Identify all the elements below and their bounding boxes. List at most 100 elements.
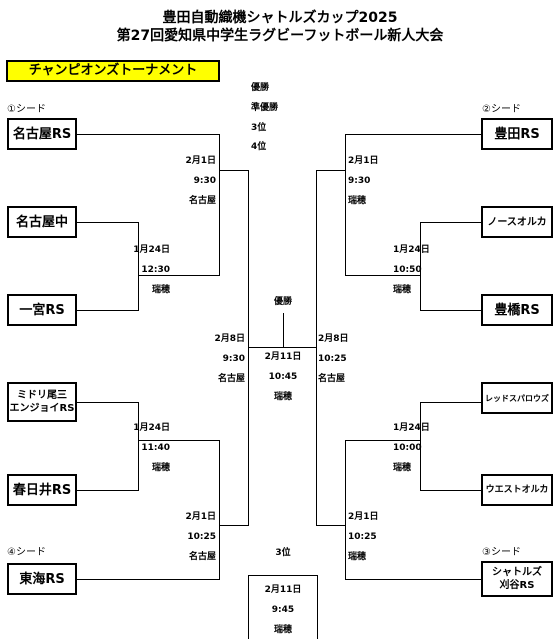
match-venue: 名古屋	[188, 196, 216, 206]
bracket-line	[420, 490, 481, 491]
bracket-line	[219, 170, 248, 171]
team-box: 名古屋中	[7, 206, 77, 238]
bracket-line	[345, 579, 481, 580]
team-name: ウエストオルカ	[485, 484, 549, 495]
match-time: 10:25	[318, 354, 347, 364]
match-date: 1月24日	[133, 245, 170, 255]
match-info: 2月1日 9:30 瑞穂	[348, 151, 404, 211]
bracket-banner: チャンピオンズトーナメント	[6, 60, 220, 82]
result-third-label: 3位	[251, 123, 267, 133]
third-place-label: 3位	[275, 548, 291, 558]
bracket-line	[420, 222, 481, 223]
match-date: 2月1日	[348, 512, 379, 522]
bracket-line	[248, 170, 249, 526]
team-name: 東海RS	[19, 571, 65, 587]
match-date: 1月24日	[393, 423, 430, 433]
bracket-line	[420, 310, 481, 311]
team-name: 名古屋RS	[12, 126, 72, 142]
match-date: 2月8日	[318, 334, 349, 344]
bracket-line	[283, 313, 284, 348]
bracket-line	[283, 347, 316, 348]
match-time: 9:30	[193, 176, 216, 186]
team-box: ミドリ尾三エンジョイRS	[7, 382, 77, 422]
team-name-line2: 刈谷RS	[499, 580, 535, 591]
match-info: 1月24日 11:40 瑞穂	[100, 418, 170, 478]
bracket-line	[316, 170, 345, 171]
team-box: ノースオルカ	[481, 206, 553, 238]
match-time: 9:30	[222, 354, 245, 364]
match-time: 10:00	[393, 443, 422, 453]
team-name: ノースオルカ	[487, 216, 547, 228]
bracket-line	[138, 222, 139, 311]
team-box: ウエストオルカ	[481, 474, 553, 506]
bracket-line	[77, 490, 138, 491]
team-box: 春日井RS	[7, 474, 77, 506]
match-date: 1月24日	[133, 423, 170, 433]
bracket-line	[248, 347, 283, 348]
match-info: 2月1日 9:30 名古屋	[160, 151, 216, 211]
team-box: 名古屋RS	[7, 118, 77, 150]
bracket-line	[420, 402, 481, 403]
match-venue: 名古屋	[318, 374, 346, 384]
third-time: 9:45	[271, 605, 295, 615]
match-date: 2月1日	[185, 512, 216, 522]
third-venue: 瑞穂	[273, 625, 292, 635]
match-info: 2月8日 9:30 名古屋	[190, 329, 245, 389]
match-info: 2月8日 10:25 名古屋	[318, 329, 374, 389]
tournament-subtitle: 第27回愛知県中学生ラグビーフットボール新人大会	[116, 28, 444, 44]
third-place-match	[248, 575, 318, 639]
match-time: 10:25	[187, 532, 216, 542]
final-date: 2月11日	[264, 352, 302, 362]
match-venue: 瑞穂	[348, 196, 367, 206]
team-name-line1: シャトルズ	[492, 567, 542, 578]
team-name-line2: エンジョイRS	[9, 403, 75, 414]
bracket-line	[138, 402, 139, 491]
bracket-line	[77, 310, 138, 311]
bracket-line	[77, 222, 138, 223]
match-date: 2月1日	[348, 156, 379, 166]
match-info: 2月1日 10:25 瑞穂	[348, 507, 404, 567]
team-name: レッドスパロウズ	[485, 393, 549, 403]
team-box: 豊橋RS	[481, 294, 553, 326]
bracket-line	[219, 525, 248, 526]
final-match-info: 2月11日 10:45 瑞穂	[252, 347, 314, 407]
bracket-line	[345, 134, 346, 276]
bracket-line	[219, 134, 220, 276]
bracket-line	[219, 440, 220, 580]
third-date: 2月11日	[264, 585, 302, 595]
match-time: 10:25	[348, 532, 377, 542]
match-time: 11:40	[141, 443, 170, 453]
seed-4-label: ④シード	[7, 547, 46, 558]
final-label: 優勝	[273, 297, 292, 307]
match-venue: 瑞穂	[151, 285, 170, 295]
team-box: シャトルズ刈谷RS	[481, 561, 553, 597]
result-second-label: 準優勝	[251, 103, 279, 113]
third-place-match-info: 2月11日 9:45 瑞穂	[252, 580, 314, 640]
team-box: レッドスパロウズ	[481, 382, 553, 414]
bracket-line	[345, 275, 420, 276]
match-date: 1月24日	[393, 245, 430, 255]
bracket-line	[316, 170, 317, 526]
seed-2-label: ②シード	[482, 104, 521, 115]
match-venue: 瑞穂	[393, 285, 412, 295]
result-fourth-label: 4位	[251, 142, 267, 152]
bracket-line	[77, 579, 219, 580]
bracket-line	[345, 440, 420, 441]
team-name: 豊橋RS	[494, 302, 540, 318]
tournament-title: 豊田自動織機シャトルズカップ2025	[162, 10, 398, 26]
result-first-label: 優勝	[251, 83, 270, 93]
match-venue: 瑞穂	[348, 552, 367, 562]
team-name: 名古屋中	[15, 214, 68, 230]
match-time: 10:50	[393, 265, 422, 275]
match-info: 1月24日 10:00 瑞穂	[393, 418, 463, 478]
team-box: 東海RS	[7, 563, 77, 595]
match-venue: 瑞穂	[151, 463, 170, 473]
bracket-line	[138, 275, 219, 276]
bracket-line	[77, 402, 138, 403]
final-time: 10:45	[268, 372, 298, 382]
match-info: 1月24日 10:50 瑞穂	[393, 240, 463, 300]
bracket-line	[316, 525, 345, 526]
bracket-line	[420, 222, 421, 311]
team-name-line1: ミドリ尾三	[17, 390, 67, 401]
bracket-line	[345, 134, 481, 135]
